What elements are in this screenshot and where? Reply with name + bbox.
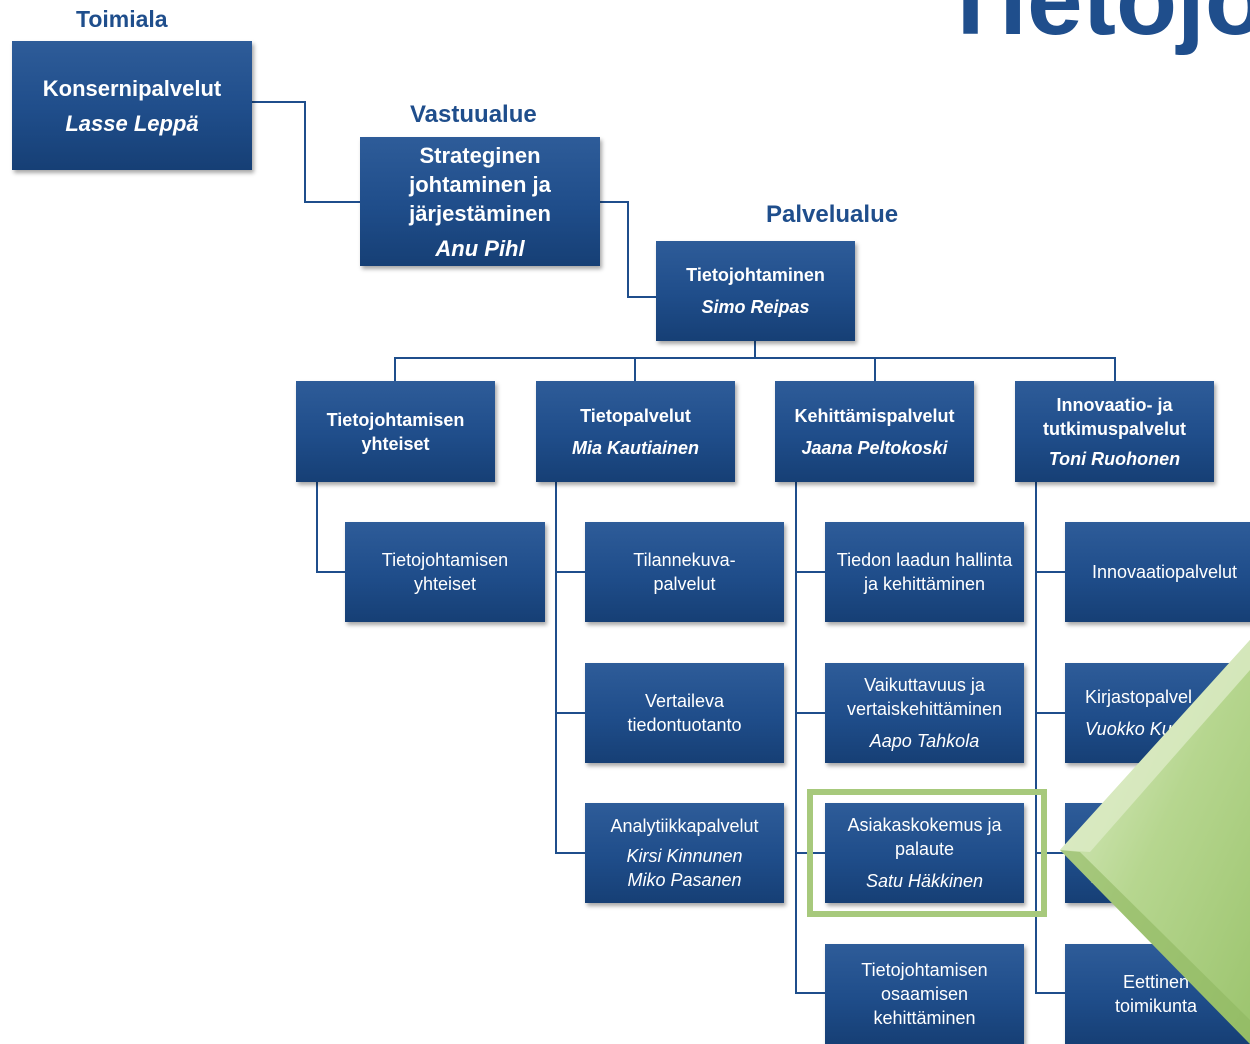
page-curl-shape xyxy=(1060,640,1250,1044)
box-tietojohtaminen[interactable]: Tietojohtaminen Simo Reipas xyxy=(656,241,855,341)
service-box-innovaatiopalvelut[interactable]: Innovaatiopalvelut xyxy=(1065,522,1250,622)
box-title: Kirjastopalvel xyxy=(1085,687,1193,707)
box-title: Tietojohtamisen yhteiset xyxy=(381,550,509,594)
box-person: Lasse Leppä xyxy=(65,110,199,136)
service-box-asiakaskokemus[interactable]: Asiakaskokemus ja palaute Satu Häkkinen xyxy=(825,803,1024,903)
level-label-toimiala: Toimiala xyxy=(76,6,168,32)
box-person: Anu Pihl xyxy=(435,235,525,261)
box-person: Satu Häkkinen xyxy=(865,871,984,891)
box-title: Tietojohtamisen osaamisen kehittäminen xyxy=(861,960,988,1028)
box-title: Innovaatiopalvelut xyxy=(1091,562,1238,582)
box-title: Asiakaskokemus ja palaute xyxy=(847,815,1002,859)
box-title: Tietojohtamisen yhteiset xyxy=(326,409,465,454)
service-box-tilannekuvapalvelut[interactable]: Tilannekuva- palvelut xyxy=(585,522,784,622)
level-label-vastuualue: Vastuualue xyxy=(410,101,537,128)
box-person: Aapo Tahkola xyxy=(869,731,980,751)
page-title: Tietojo xyxy=(940,0,1250,56)
box-person: Mia Kautiainen xyxy=(571,437,700,458)
highlight-frame xyxy=(807,789,1047,917)
box-person: Jaana Peltokoski xyxy=(801,437,948,458)
box-title: Analytiikkapalvelut xyxy=(610,816,759,836)
box-title: Vertaileva tiedontuotanto xyxy=(627,691,742,735)
box-title: Strateginen johtaminen ja järjestäminen xyxy=(409,142,551,226)
unit-box-tietojohtamisen-yhteiset[interactable]: Tietojohtamisen yhteiset xyxy=(296,381,495,482)
box-title: Vaikuttavuus ja vertaiskehittäminen xyxy=(846,675,1003,719)
box-title: Tietopalvelut xyxy=(580,405,691,426)
unit-box-kehittamispalvelut[interactable]: Kehittämispalvelut Jaana Peltokoski xyxy=(775,381,974,482)
unit-box-innovaatio-tutkimuspalvelut[interactable]: Innovaatio- ja tutkimuspalvelut Toni Ruo… xyxy=(1015,381,1214,482)
service-box-tietojohtamisen-yhteiset[interactable]: Tietojohtamisen yhteiset xyxy=(345,522,545,622)
box-title: Konsernipalvelut xyxy=(42,75,222,101)
unit-box-tietopalvelut[interactable]: Tietopalvelut Mia Kautiainen xyxy=(536,381,735,482)
box-title: Tiedon laadun hallinta ja kehittäminen xyxy=(836,550,1013,594)
box-strateginen-johtaminen[interactable]: Strateginen johtaminen ja järjestäminen … xyxy=(360,137,600,266)
box-title: Innovaatio- ja tutkimuspalvelut xyxy=(1042,394,1187,439)
box-person: Simo Reipas xyxy=(701,297,810,317)
service-box-tiedon-laadun-hallinta[interactable]: Tiedon laadun hallinta ja kehittäminen xyxy=(825,522,1024,622)
service-box-vaikuttavuus[interactable]: Vaikuttavuus ja vertaiskehittäminen Aapo… xyxy=(825,663,1024,763)
service-box-vertaileva-tiedontuotanto[interactable]: Vertaileva tiedontuotanto xyxy=(585,663,784,763)
level-label-palvelualue: Palvelualue xyxy=(766,201,899,228)
box-konsernipalvelut[interactable]: Konsernipalvelut Lasse Leppä xyxy=(12,41,252,170)
box-person: Toni Ruohonen xyxy=(1048,448,1181,469)
box-title: Eettinen toimikunta xyxy=(1115,972,1198,1016)
service-box-analytiikkapalvelut[interactable]: Analytiikkapalvelut Kirsi Kinnunen Miko … xyxy=(585,803,784,903)
box-title: Tietojohtaminen xyxy=(686,265,825,285)
box-title: Tilannekuva- palvelut xyxy=(633,550,736,594)
service-box-osaamisen-kehittaminen[interactable]: Tietojohtamisen osaamisen kehittäminen xyxy=(825,944,1024,1044)
box-person: Kirsi Kinnunen Miko Pasanen xyxy=(626,846,743,890)
box-title: Kehittämispalvelut xyxy=(794,405,955,426)
